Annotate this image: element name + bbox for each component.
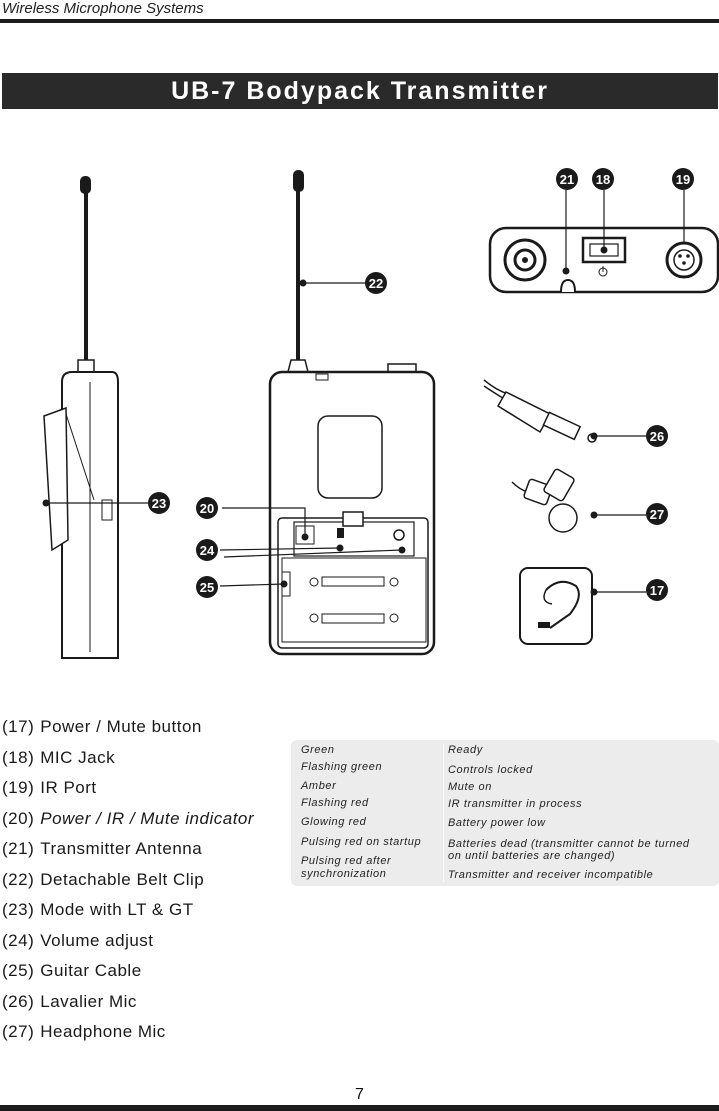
page-title: UB-7 Bodypack Transmitter [171,76,549,105]
diagram-svg: 18 19 21 22 23 20 24 25 [42,168,719,659]
svg-text:23: 23 [152,496,166,511]
indicator-state: Amber [301,780,337,792]
table-divider [443,744,444,882]
header-rule [0,19,719,23]
part-item: (20)Power / IR / Mute indicator [2,808,255,828]
parts-list: (17)Power / Mute button (18)MIC Jack (19… [2,712,292,1048]
top-panel [488,190,719,294]
callout-24: 25 [196,576,218,598]
indicator-meaning: Battery power low [448,817,546,829]
indicator-meaning: Ready [448,744,483,756]
part-item: (25)Guitar Cable [2,961,142,980]
indicator-meaning: on until batteries are changed) [448,850,616,862]
part-item: (24)Volume adjust [2,930,154,950]
callout-17: 18 [592,168,614,190]
callout-19: 20 [196,497,218,519]
lavalier-mic-illustration [511,468,646,533]
indicator-state: Pulsing red after [301,855,392,867]
guitar-cable-illustration [483,379,646,443]
front-view [219,170,436,656]
headphone-mic-illustration [519,567,646,645]
indicator-meaning: Transmitter and receiver incompatible [448,869,654,881]
side-view [42,176,150,659]
svg-text:21: 21 [560,172,574,187]
indicator-meaning: Controls locked [448,764,533,776]
part-item: (26)Lavalier Mic [2,991,137,1011]
part-item: (17)Power / Mute button [2,717,202,736]
part-item: (19)IR Port [2,778,97,797]
transmitter-diagram: 18 19 21 22 23 20 24 25 [0,120,719,680]
footer-rule [0,1105,719,1111]
callout-25: 26 [646,425,668,447]
svg-text:22: 22 [369,276,383,291]
svg-text:19: 19 [676,172,690,187]
indicator-meaning: Mute on [448,781,492,793]
indicator-state: Flashing red [301,797,369,809]
indicator-meaning: Batteries dead (transmitter cannot be tu… [448,838,690,850]
title-bar: UB-7 Bodypack Transmitter [2,73,718,109]
part-item: (18)MIC Jack [2,747,116,767]
callout-22: 23 [148,492,170,514]
svg-text:27: 27 [650,507,664,522]
indicator-state: Green [301,744,335,756]
page-number: 7 [355,1086,364,1103]
callout-20: 21 [556,168,578,190]
svg-text:25: 25 [200,580,214,595]
svg-text:17: 17 [650,583,664,598]
indicator-state: Glowing red [301,816,367,828]
part-item: (21)Transmitter Antenna [2,839,203,858]
svg-text:18: 18 [596,172,610,187]
part-item: (23)Mode with LT & GT [2,900,194,919]
indicator-meaning: IR transmitter in process [448,798,583,810]
callout-18: 19 [672,168,694,190]
indicator-state: Pulsing red on startup [301,836,422,848]
callout-21: 22 [365,272,387,294]
svg-text:20: 20 [200,501,214,516]
indicator-state: Flashing green [301,761,383,773]
callout-27: 17 [646,579,668,601]
part-item: (27)Headphone Mic [2,1022,166,1041]
indicator-status-table: Green Flashing green Amber Flashing red … [291,740,719,886]
callout-26: 27 [646,503,668,525]
indicator-state: synchronization [301,868,387,880]
svg-text:24: 24 [200,543,215,558]
part-item: (22)Detachable Belt Clip [2,869,205,889]
running-header: Wireless Microphone Systems [2,0,204,17]
callout-23: 24 [196,539,218,561]
svg-text:26: 26 [650,429,664,444]
